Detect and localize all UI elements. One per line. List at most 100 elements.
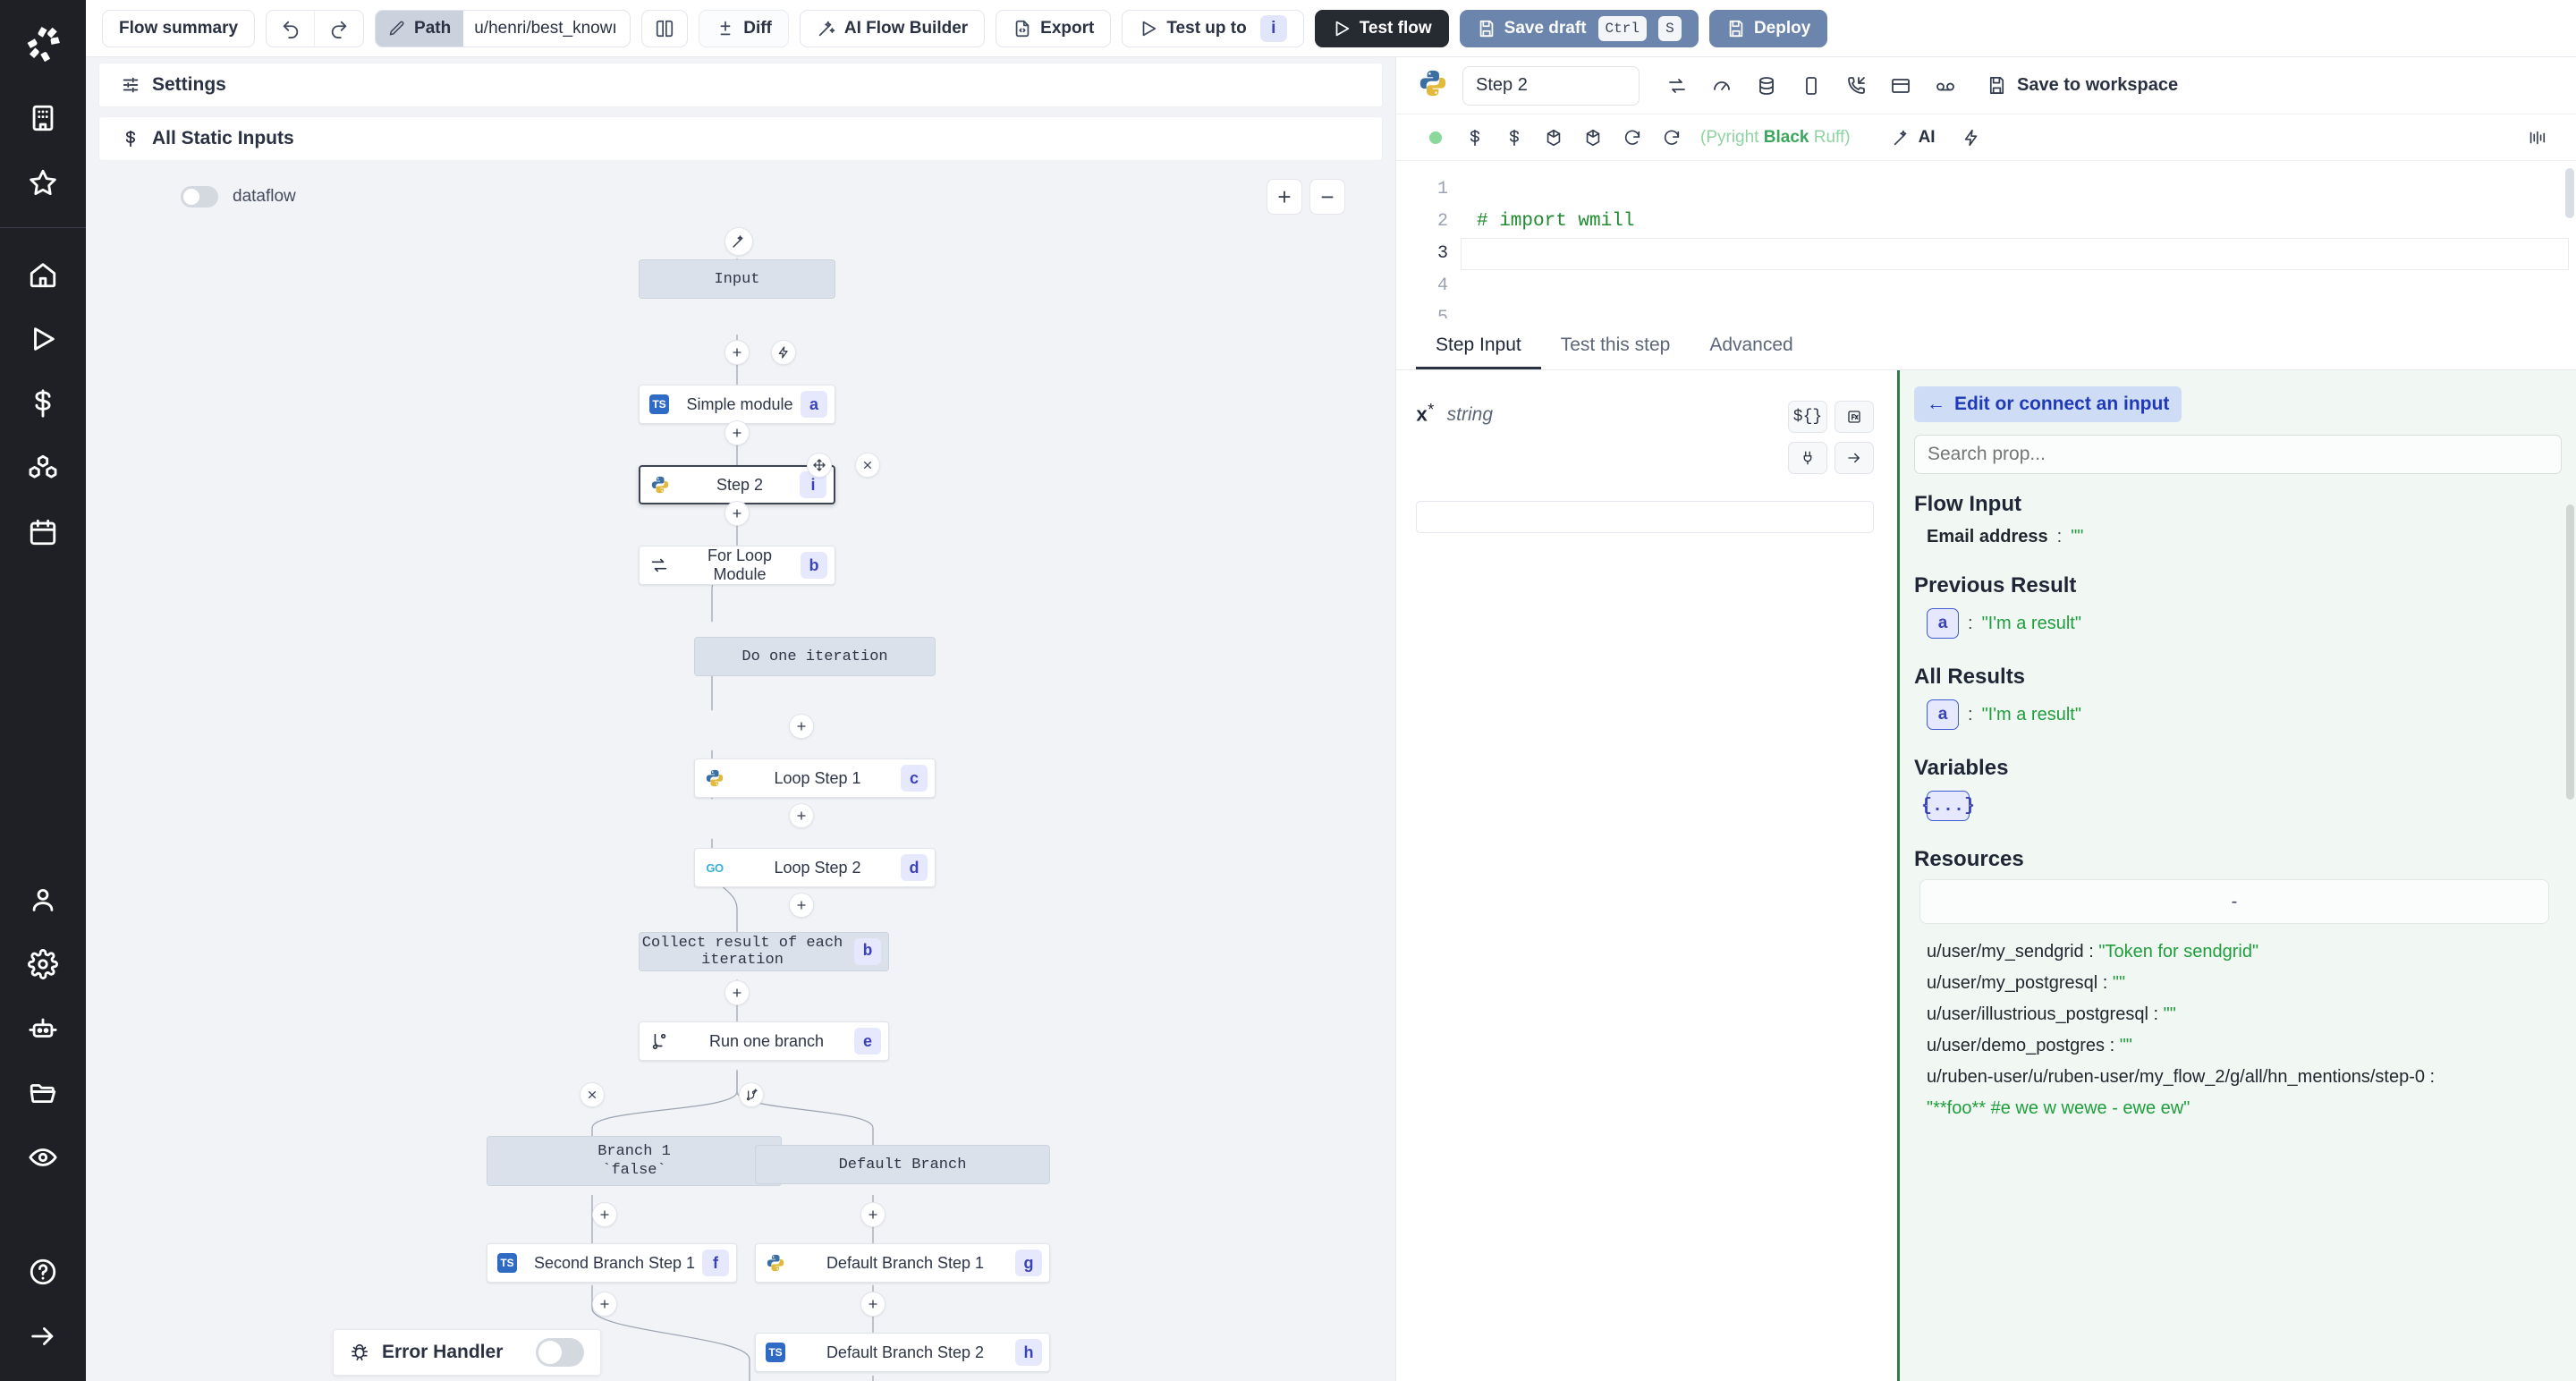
path-edit-button[interactable]: Path bbox=[376, 11, 463, 47]
windmill-logo-icon[interactable] bbox=[0, 0, 86, 86]
editor-scrollbar[interactable] bbox=[2565, 168, 2574, 218]
prop-row[interactable]: a : "I'm a result" bbox=[1914, 697, 2562, 733]
star-icon[interactable] bbox=[0, 150, 86, 215]
dollar-icon[interactable] bbox=[1495, 114, 1534, 161]
home-icon[interactable] bbox=[0, 242, 86, 307]
dollar-icon[interactable] bbox=[1455, 114, 1495, 161]
flow-node-do-one-iteration[interactable]: Do one iteration bbox=[694, 637, 936, 676]
resource-row[interactable]: u/user/my_sendgrid : "Token for sendgrid… bbox=[1914, 936, 2562, 968]
package-icon[interactable] bbox=[1534, 114, 1573, 161]
all-static-inputs-accordion[interactable]: All Static Inputs bbox=[98, 116, 1383, 161]
documentation-button[interactable] bbox=[641, 10, 688, 47]
delete-branch-button[interactable] bbox=[580, 1082, 605, 1107]
tab-test-this-step[interactable]: Test this step bbox=[1541, 335, 1690, 369]
rectangle-icon[interactable] bbox=[1801, 75, 1822, 97]
resources-empty-box[interactable]: - bbox=[1919, 879, 2549, 924]
resource-row[interactable]: u/user/my_postgresql : "" bbox=[1914, 968, 2562, 999]
insert-step-button[interactable] bbox=[724, 340, 750, 365]
flow-node-default-branch[interactable]: Default Branch bbox=[755, 1145, 1050, 1184]
folders-icon[interactable] bbox=[0, 1061, 86, 1125]
flow-node-default-branch-step-1[interactable]: Default Branch Step 1 g bbox=[755, 1243, 1050, 1283]
diff-button[interactable]: Diff bbox=[699, 10, 789, 47]
insert-trigger-button[interactable] bbox=[771, 340, 796, 365]
flow-node-collect-result[interactable]: Collect result of each iteration b bbox=[639, 932, 889, 971]
insert-step-button[interactable] bbox=[724, 420, 750, 445]
flow-canvas[interactable]: dataflow + − bbox=[86, 161, 1395, 1381]
resource-row[interactable]: u/user/demo_postgres : "" bbox=[1914, 1030, 2562, 1062]
flow-node-step-2[interactable]: Step 2 i bbox=[639, 465, 835, 504]
ai-node-wand-button[interactable] bbox=[724, 227, 753, 256]
path-input[interactable] bbox=[463, 11, 630, 47]
workspace-icon[interactable] bbox=[0, 86, 86, 150]
plug-icon[interactable] bbox=[1788, 442, 1827, 474]
fx-icon[interactable] bbox=[1835, 401, 1874, 433]
arrow-right-icon[interactable] bbox=[1835, 442, 1874, 474]
resource-row-value[interactable]: "**foo** #e we w wewe - ewe ew" bbox=[1914, 1093, 2562, 1124]
zoom-in-button[interactable]: + bbox=[1267, 179, 1302, 215]
deploy-button[interactable]: Deploy bbox=[1709, 10, 1827, 47]
ai-assist-button[interactable]: AI bbox=[1892, 128, 1936, 148]
save-draft-button[interactable]: Save draft Ctrl S bbox=[1460, 10, 1699, 47]
dataflow-toggle[interactable] bbox=[181, 186, 218, 208]
code-text[interactable]: # import wmill def main(x: str): return … bbox=[1461, 161, 2576, 318]
add-branch-button[interactable] bbox=[739, 1082, 764, 1107]
zap-icon[interactable] bbox=[1952, 114, 1991, 161]
flow-node-branch-1[interactable]: Branch 1 `false` bbox=[487, 1136, 782, 1186]
package-icon[interactable] bbox=[1573, 114, 1613, 161]
flow-node-loop-step-2[interactable]: GO Loop Step 2 d bbox=[694, 848, 936, 887]
prop-row[interactable]: Email address : "" bbox=[1914, 524, 2562, 550]
insert-step-button[interactable] bbox=[724, 980, 750, 1005]
move-node-handle[interactable] bbox=[807, 453, 832, 478]
export-button[interactable]: Export bbox=[996, 10, 1111, 47]
test-flow-button[interactable]: Test flow bbox=[1315, 10, 1449, 47]
property-list-scrollbar[interactable] bbox=[2566, 504, 2574, 800]
zoom-out-button[interactable]: − bbox=[1309, 179, 1345, 215]
flow-node-loop-step-1[interactable]: Loop Step 1 c bbox=[694, 758, 936, 798]
insert-step-button[interactable] bbox=[592, 1292, 617, 1317]
audit-logs-icon[interactable] bbox=[0, 1125, 86, 1190]
tab-step-input[interactable]: Step Input bbox=[1416, 335, 1541, 369]
argument-value-input[interactable] bbox=[1416, 501, 1874, 533]
flow-node-input[interactable]: Input bbox=[639, 259, 835, 299]
refresh-cw-icon[interactable] bbox=[1613, 114, 1652, 161]
insert-step-button[interactable] bbox=[860, 1292, 886, 1317]
flow-node-for-loop-module[interactable]: For Loop Module b bbox=[639, 546, 835, 585]
workers-icon[interactable] bbox=[0, 996, 86, 1061]
search-prop-input[interactable] bbox=[1914, 435, 2562, 474]
code-editor[interactable]: 1 2 3 4 5 # import wmill def main(x: str… bbox=[1396, 161, 2576, 318]
settings-icon[interactable] bbox=[0, 932, 86, 996]
variables-icon[interactable] bbox=[0, 371, 86, 436]
panel-top-icon[interactable] bbox=[1890, 75, 1911, 97]
flow-node-default-branch-step-2[interactable]: TS Default Branch Step 2 h bbox=[755, 1333, 1050, 1372]
user-icon[interactable] bbox=[0, 868, 86, 932]
refresh-ccw-icon[interactable] bbox=[1652, 114, 1691, 161]
schedules-icon[interactable] bbox=[0, 500, 86, 564]
phone-incoming-icon[interactable] bbox=[1845, 75, 1867, 97]
edit-or-connect-input-button[interactable]: ← Edit or connect an input bbox=[1914, 386, 2182, 422]
flow-node-simple-module[interactable]: TS Simple module a bbox=[639, 385, 835, 424]
save-to-workspace-button[interactable]: Save to workspace bbox=[1987, 75, 2178, 96]
runs-icon[interactable] bbox=[0, 307, 86, 371]
database-icon[interactable] bbox=[1756, 75, 1777, 97]
settings-accordion[interactable]: Settings bbox=[98, 63, 1383, 107]
insert-step-button[interactable] bbox=[789, 893, 814, 918]
resource-row[interactable]: u/user/illustrious_postgresql : "" bbox=[1914, 999, 2562, 1030]
voicemail-icon[interactable] bbox=[1935, 75, 1956, 97]
flow-node-second-branch-step-1[interactable]: TS Second Branch Step 1 f bbox=[487, 1243, 737, 1283]
delete-node-button[interactable] bbox=[855, 453, 880, 478]
gauge-icon[interactable] bbox=[1711, 75, 1733, 97]
insert-step-button[interactable] bbox=[724, 501, 750, 526]
flow-summary-button[interactable]: Flow summary bbox=[102, 10, 255, 47]
step-name-input[interactable] bbox=[1462, 66, 1640, 106]
ai-flow-builder-button[interactable]: AI Flow Builder bbox=[800, 10, 985, 47]
error-handler-toggle[interactable] bbox=[536, 1338, 584, 1367]
error-handler-panel[interactable]: Error Handler bbox=[333, 1329, 601, 1376]
insert-step-button[interactable] bbox=[789, 803, 814, 828]
test-up-to-button[interactable]: Test up to i bbox=[1122, 10, 1303, 47]
insert-step-button[interactable] bbox=[860, 1202, 886, 1227]
expand-sidebar-icon[interactable] bbox=[0, 1304, 86, 1368]
undo-icon[interactable] bbox=[267, 11, 315, 47]
insert-step-button[interactable] bbox=[789, 714, 814, 739]
template-mode-button[interactable]: ${} bbox=[1788, 401, 1827, 433]
resources-icon[interactable] bbox=[0, 436, 86, 500]
